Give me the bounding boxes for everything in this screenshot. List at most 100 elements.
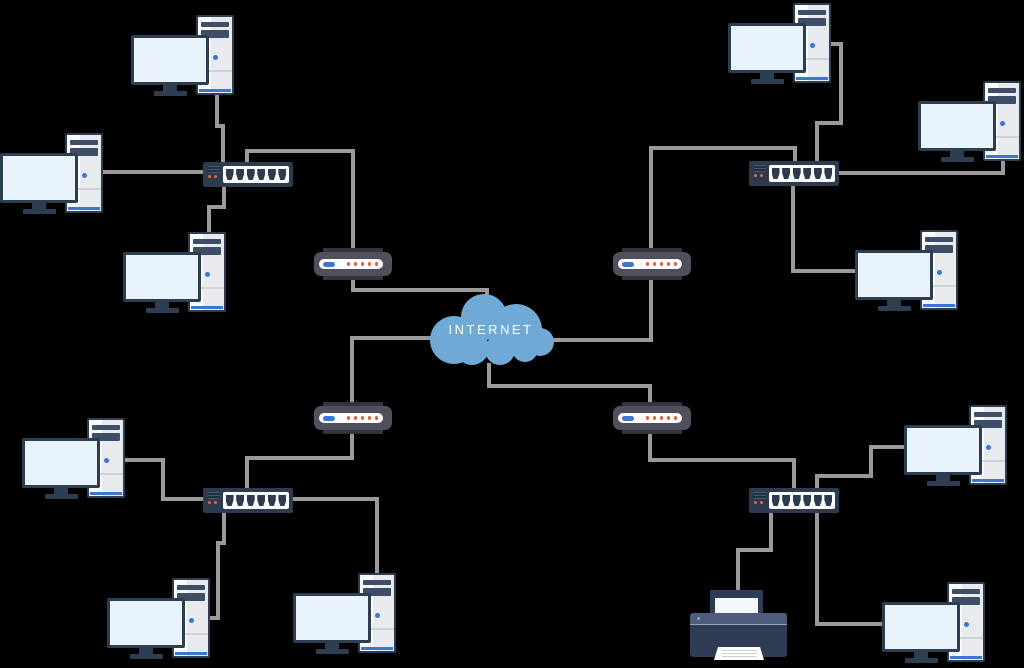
cable-internet-cloud--router-bottom-left xyxy=(350,336,432,404)
internet-cloud-icon: INTERNET xyxy=(428,294,554,366)
router-top-left xyxy=(314,248,392,280)
tower-divider xyxy=(198,70,232,72)
cable-pc-bottom-left-1--switch-bottom-left xyxy=(121,458,205,501)
router-bottom-left xyxy=(314,402,392,434)
router-led xyxy=(659,262,663,266)
computer-monitor xyxy=(123,252,201,302)
cable-switch-top-right--pc-top-right-2 xyxy=(837,160,1005,175)
pc-bottom-left-1 xyxy=(22,418,126,500)
switch-led xyxy=(214,501,217,504)
tower-foot xyxy=(175,652,207,655)
router-top-right xyxy=(613,248,691,280)
monitor-stand xyxy=(325,642,339,650)
cable-switch-top-left--pc-top-left-3 xyxy=(207,185,226,234)
monitor-stand xyxy=(163,84,177,92)
switch-led xyxy=(760,174,763,177)
computer-monitor xyxy=(131,35,209,85)
cable-router-bottom-right--switch-bottom-right xyxy=(648,431,796,490)
ethernet-port xyxy=(236,169,245,180)
router-led xyxy=(374,262,378,266)
drive-bay xyxy=(798,18,826,26)
cable-pc-top-right-1--switch-top-right xyxy=(815,42,843,163)
pc-top-left-2 xyxy=(0,133,104,215)
router-leds xyxy=(645,416,677,420)
router-cap xyxy=(622,274,682,280)
ethernet-port xyxy=(225,169,234,180)
drive-bay xyxy=(201,30,229,38)
pc-top-left-1 xyxy=(131,15,235,97)
monitor-base xyxy=(941,157,974,162)
cable-switch-top-right--router-top-right xyxy=(649,146,797,250)
monitor-stand xyxy=(32,202,46,210)
drive-bay xyxy=(70,140,98,145)
router-led xyxy=(673,416,677,420)
router-led xyxy=(652,262,656,266)
ethernet-port xyxy=(813,168,822,179)
router-body xyxy=(314,406,392,430)
switch-vent xyxy=(754,492,766,499)
router-led xyxy=(367,262,371,266)
cable-switch-bottom-right--pc-bottom-right-2 xyxy=(815,511,884,626)
cable-switch-top-right--pc-top-right-3 xyxy=(791,184,857,273)
switch-led xyxy=(754,174,757,177)
drive-bay xyxy=(193,247,221,255)
drive-bay xyxy=(974,412,1002,417)
computer-monitor xyxy=(918,101,996,151)
switch-led xyxy=(214,175,217,178)
monitor-base xyxy=(878,306,911,311)
router-led xyxy=(367,416,371,420)
ethernet-port xyxy=(225,495,234,506)
tray-line xyxy=(721,650,757,651)
drive-bay xyxy=(988,96,1016,104)
router-bottom-right xyxy=(613,402,691,434)
router-led xyxy=(645,416,649,420)
power-led xyxy=(375,613,380,618)
ethernet-port xyxy=(792,495,801,506)
tower-foot xyxy=(199,89,231,92)
router-status-bar xyxy=(323,415,335,421)
cable-switch-bottom-left--pc-bottom-left-2 xyxy=(208,511,226,620)
tower-divider xyxy=(922,285,956,287)
monitor-stand xyxy=(139,647,153,655)
switch-vent xyxy=(208,492,220,499)
pc-top-right-1 xyxy=(728,3,832,85)
ethernet-port xyxy=(246,169,255,180)
switch-led xyxy=(208,501,211,504)
drive-bay xyxy=(952,597,980,605)
drive-bay xyxy=(201,22,229,27)
router-body xyxy=(613,406,691,430)
power-led xyxy=(82,173,87,178)
power-led xyxy=(104,458,109,463)
drive-bay xyxy=(925,237,953,242)
router-status-bar xyxy=(622,415,634,421)
monitor-stand xyxy=(887,299,901,307)
ethernet-port xyxy=(824,495,833,506)
router-led xyxy=(666,416,670,420)
cable-router-bottom-left--switch-bottom-left xyxy=(245,431,354,490)
tower-divider xyxy=(971,460,1005,462)
tower-divider xyxy=(89,473,123,475)
computer-monitor xyxy=(882,602,960,652)
ethernet-port xyxy=(236,495,245,506)
drive-bay xyxy=(92,433,120,441)
router-cap xyxy=(622,248,682,254)
pc-bottom-left-2 xyxy=(107,578,211,660)
router-led xyxy=(666,262,670,266)
ethernet-port xyxy=(803,495,812,506)
ethernet-port xyxy=(803,168,812,179)
pc-bottom-right-1 xyxy=(904,405,1008,487)
printer-bottom-right xyxy=(690,590,787,660)
tower-divider xyxy=(174,633,208,635)
switch-port-panel xyxy=(223,492,289,509)
tower-divider xyxy=(949,637,983,639)
cable-switch-bottom-right--pc-bottom-right-1 xyxy=(815,445,906,490)
monitor-base xyxy=(927,481,960,486)
drive-bay xyxy=(177,585,205,590)
power-led xyxy=(937,270,942,275)
monitor-base xyxy=(45,494,78,499)
tray-line xyxy=(721,656,757,657)
power-led xyxy=(964,622,969,627)
ethernet-port xyxy=(782,495,791,506)
ethernet-port xyxy=(257,495,266,506)
monitor-stand xyxy=(914,651,928,659)
